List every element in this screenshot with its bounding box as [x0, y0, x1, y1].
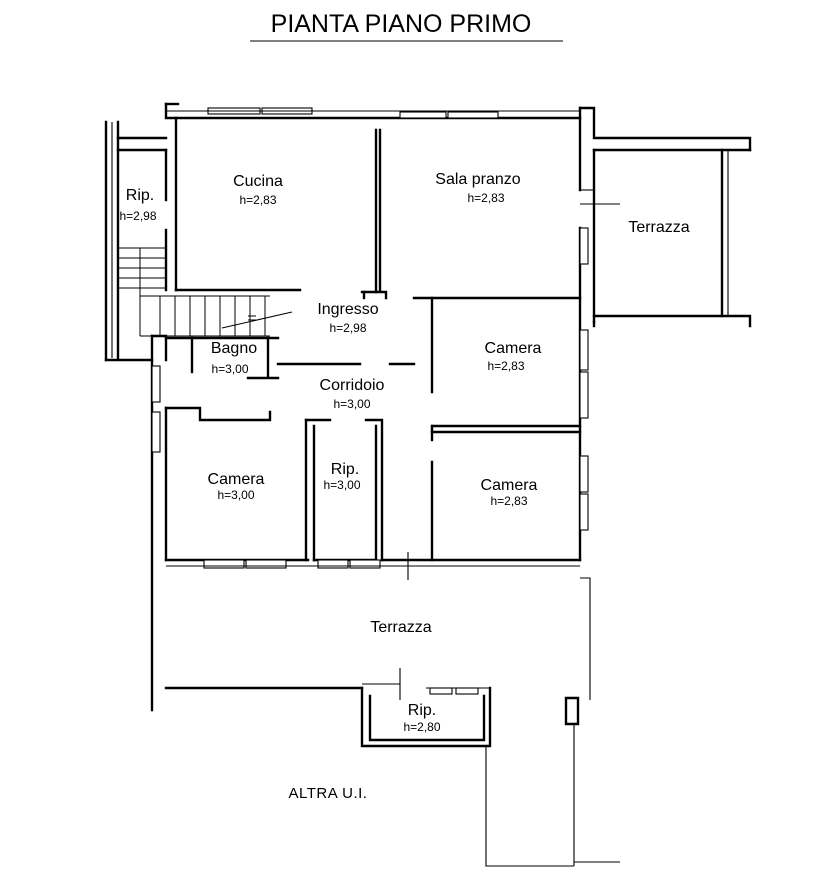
room-rip-bottom-name: Rip.: [408, 702, 436, 719]
room-labels: Rip. h=2,98 Cucina h=2,83 Sala pranzo h=…: [119, 171, 689, 802]
room-rip-center-name: Rip.: [331, 461, 359, 478]
room-camera-left-height: h=3,00: [217, 488, 254, 502]
room-camera-right-top-height: h=2,83: [487, 359, 524, 373]
staircase: [118, 247, 293, 337]
room-camera-right-bottom-height: h=2,83: [490, 494, 527, 508]
room-sala-pranzo-name: Sala pranzo: [435, 171, 520, 188]
room-bagno-name: Bagno: [211, 340, 257, 357]
room-rip-center-height: h=3,00: [323, 478, 360, 492]
room-camera-right-top-name: Camera: [485, 340, 542, 357]
room-rip-left-height: h=2,98: [119, 209, 156, 223]
room-ingresso-height: h=2,98: [329, 321, 366, 335]
room-cucina-height: h=2,83: [239, 193, 276, 207]
altra-ui-note: ALTRA U.I.: [289, 785, 368, 802]
bottom-terrace: [164, 577, 620, 867]
room-camera-right-bottom-name: Camera: [481, 477, 538, 494]
room-ingresso-name: Ingresso: [317, 301, 378, 318]
room-bagno-height: h=3,00: [211, 362, 248, 376]
room-rip-bottom-height: h=2,80: [403, 720, 440, 734]
plan-title: PIANTA PIANO PRIMO: [271, 10, 532, 38]
exterior-walls: [104, 102, 752, 712]
room-rip-left-name: Rip.: [126, 187, 154, 204]
room-terrazza-bottom-name: Terrazza: [370, 619, 431, 636]
room-camera-left-name: Camera: [208, 471, 265, 488]
room-corridoio-height: h=3,00: [333, 397, 370, 411]
room-corridoio-name: Corridoio: [320, 377, 385, 394]
interior-walls: [164, 128, 582, 580]
room-terrazza-right-name: Terrazza: [628, 219, 689, 236]
room-cucina-name: Cucina: [233, 173, 283, 190]
room-sala-pranzo-height: h=2,83: [467, 191, 504, 205]
